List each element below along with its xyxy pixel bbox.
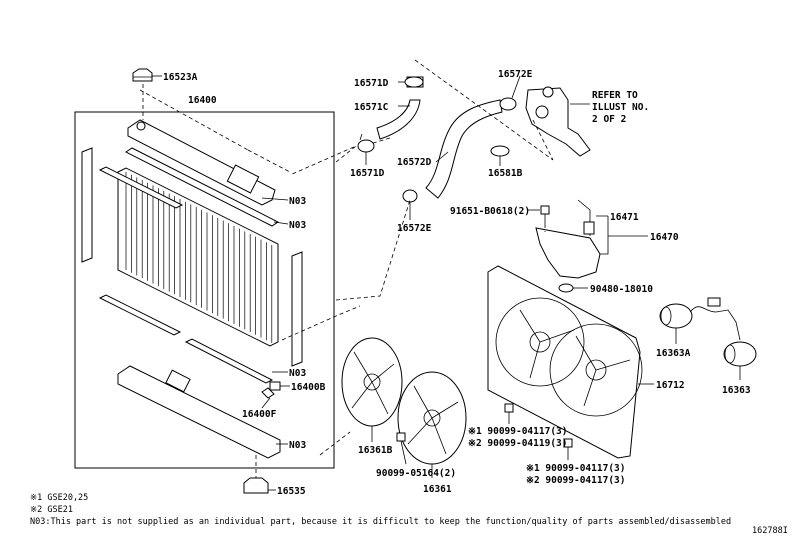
label-16471: 16471 <box>610 212 639 223</box>
label-16712: 16712 <box>656 380 685 391</box>
label-90099-04117-c: ※2 90099-04117(3) <box>526 475 625 486</box>
footnote-n03: N03:This part is not supplied as an indi… <box>30 517 731 527</box>
reservoir-tank-16470 <box>535 199 601 279</box>
radiator-cap-16523a <box>132 68 153 82</box>
motor-wire-harness <box>689 306 741 341</box>
label-90480: 90480-18010 <box>590 284 653 295</box>
refer-line-2: ILLUST NO. <box>592 102 649 113</box>
screw-90099-04117-a <box>504 403 514 413</box>
label-16535: 16535 <box>277 486 306 497</box>
core-strip-top <box>98 166 184 209</box>
label-16572d: 16572D <box>397 157 432 168</box>
radiator-upper-tank <box>127 119 276 206</box>
label-90099-05164: 90099-05164(2) <box>376 468 456 479</box>
label-n03-d: N03 <box>289 440 306 451</box>
fan-motor-16363 <box>723 341 757 367</box>
label-16400b: 16400B <box>291 382 326 393</box>
label-16361b: 16361B <box>358 445 393 456</box>
connector-icon <box>707 297 721 307</box>
label-16523a: 16523A <box>163 72 198 83</box>
lower-seal-right <box>184 338 274 384</box>
side-plate-left <box>81 147 93 263</box>
refer-line-3: 2 OF 2 <box>592 114 626 125</box>
water-outlet-housing <box>525 86 591 157</box>
label-91651: 91651-B0618(2) <box>450 206 530 217</box>
label-16363: 16363 <box>722 385 751 396</box>
fan-shroud-16712 <box>487 265 643 459</box>
radiator-core <box>117 167 279 347</box>
nut-90099-05164 <box>396 432 406 442</box>
fan-16361b <box>341 337 403 427</box>
refer-line-1: REFER TO <box>592 90 638 101</box>
label-90099-04119: ※2 90099-04119(3) <box>468 438 567 449</box>
label-16571c: 16571C <box>354 102 389 113</box>
grommet-90480 <box>558 283 574 293</box>
side-plate-right <box>291 251 303 367</box>
label-90099-04117-a: ※1 90099-04117(3) <box>468 426 567 437</box>
label-n03-a: N03 <box>289 196 306 207</box>
label-16363a: 16363A <box>656 348 691 359</box>
drain-cock-16400b <box>261 381 281 399</box>
clamp-16572e-bottom <box>402 189 418 203</box>
label-16572e-bottom: 16572E <box>397 223 432 234</box>
upper-seal <box>125 147 279 227</box>
hose-16572d <box>425 99 503 199</box>
label-16571d-top: 16571D <box>354 78 389 89</box>
lower-seal <box>98 294 182 336</box>
label-16400: 16400 <box>188 95 217 106</box>
fan-motor-16363a <box>659 303 693 329</box>
fan-16361 <box>397 371 467 465</box>
footnote-2: ※2 GSE21 <box>30 505 73 515</box>
radiator-lower-tank <box>117 365 281 459</box>
label-16572e-top: 16572E <box>498 69 533 80</box>
label-16581b: 16581B <box>488 168 523 179</box>
label-16470: 16470 <box>650 232 679 243</box>
label-n03-c: N03 <box>289 368 306 379</box>
label-16571d-bottom: 16571D <box>350 168 385 179</box>
label-n03-b: N03 <box>289 220 306 231</box>
footnote-1: ※1 GSE20,25 <box>30 493 88 503</box>
label-16400f: 16400F <box>242 409 277 420</box>
clamp-16571d-bottom <box>357 133 375 153</box>
label-16361: 16361 <box>423 484 452 495</box>
bolt-91651 <box>540 205 550 224</box>
label-90099-04117-b: ※1 90099-04117(3) <box>526 463 625 474</box>
clamp-16581b <box>490 145 510 157</box>
drain-plug-16535 <box>243 477 269 494</box>
radiator-assembly-frame <box>74 111 335 469</box>
clamp-16571d-top <box>404 76 424 88</box>
illustration-id: 162788I <box>752 526 788 536</box>
clamp-16572e-top <box>499 97 517 111</box>
